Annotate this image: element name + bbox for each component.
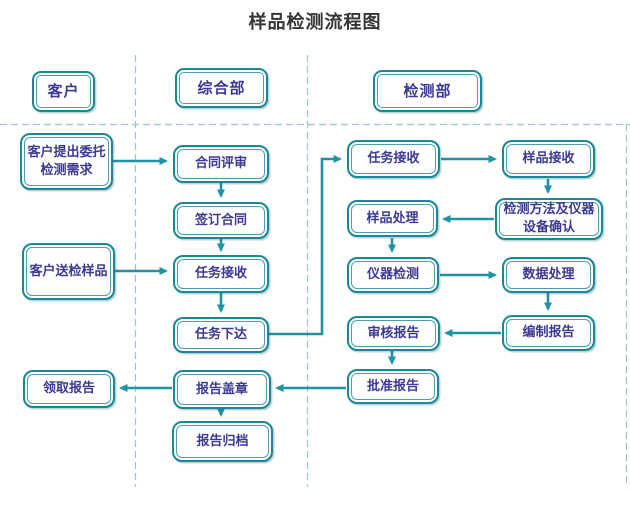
node-collect-report: 领取报告: [23, 370, 115, 408]
node-sign-contract: 签订合同: [173, 202, 269, 239]
node-sample-process: 样品处理: [347, 200, 438, 237]
node-customer-request: 客户提出委托检测需求: [20, 133, 113, 190]
node-task-accept-test: 任务接收: [347, 140, 440, 178]
lane-header-testing: 检测部: [373, 70, 482, 112]
arrow-task-assign-to-test-task-accept: [269, 155, 342, 336]
lane-header-admin: 综合部: [175, 68, 268, 108]
node-report-archive: 报告归档: [172, 421, 273, 462]
node-sample-accept: 样品接收: [502, 140, 595, 178]
node-report-stamp: 报告盖章: [173, 370, 271, 409]
node-data-process: 数据处理: [502, 257, 595, 293]
node-task-accept-admin: 任务接收: [173, 255, 269, 293]
node-contract-review: 合同评审: [173, 145, 269, 183]
node-task-assign: 任务下达: [173, 317, 269, 353]
node-report-approve: 批准报告: [347, 369, 439, 404]
page-title: 样品检测流程图: [248, 12, 382, 33]
node-report-review: 审核报告: [347, 316, 440, 351]
node-customer-send-sample: 客户送检样品: [22, 243, 115, 300]
node-report-compile: 编制报告: [502, 315, 595, 351]
node-instrument-test: 仪器检测: [347, 257, 439, 293]
lane-header-customer: 客户: [32, 71, 95, 112]
node-method-confirm: 检测方法及仪器设备确认: [495, 198, 603, 240]
